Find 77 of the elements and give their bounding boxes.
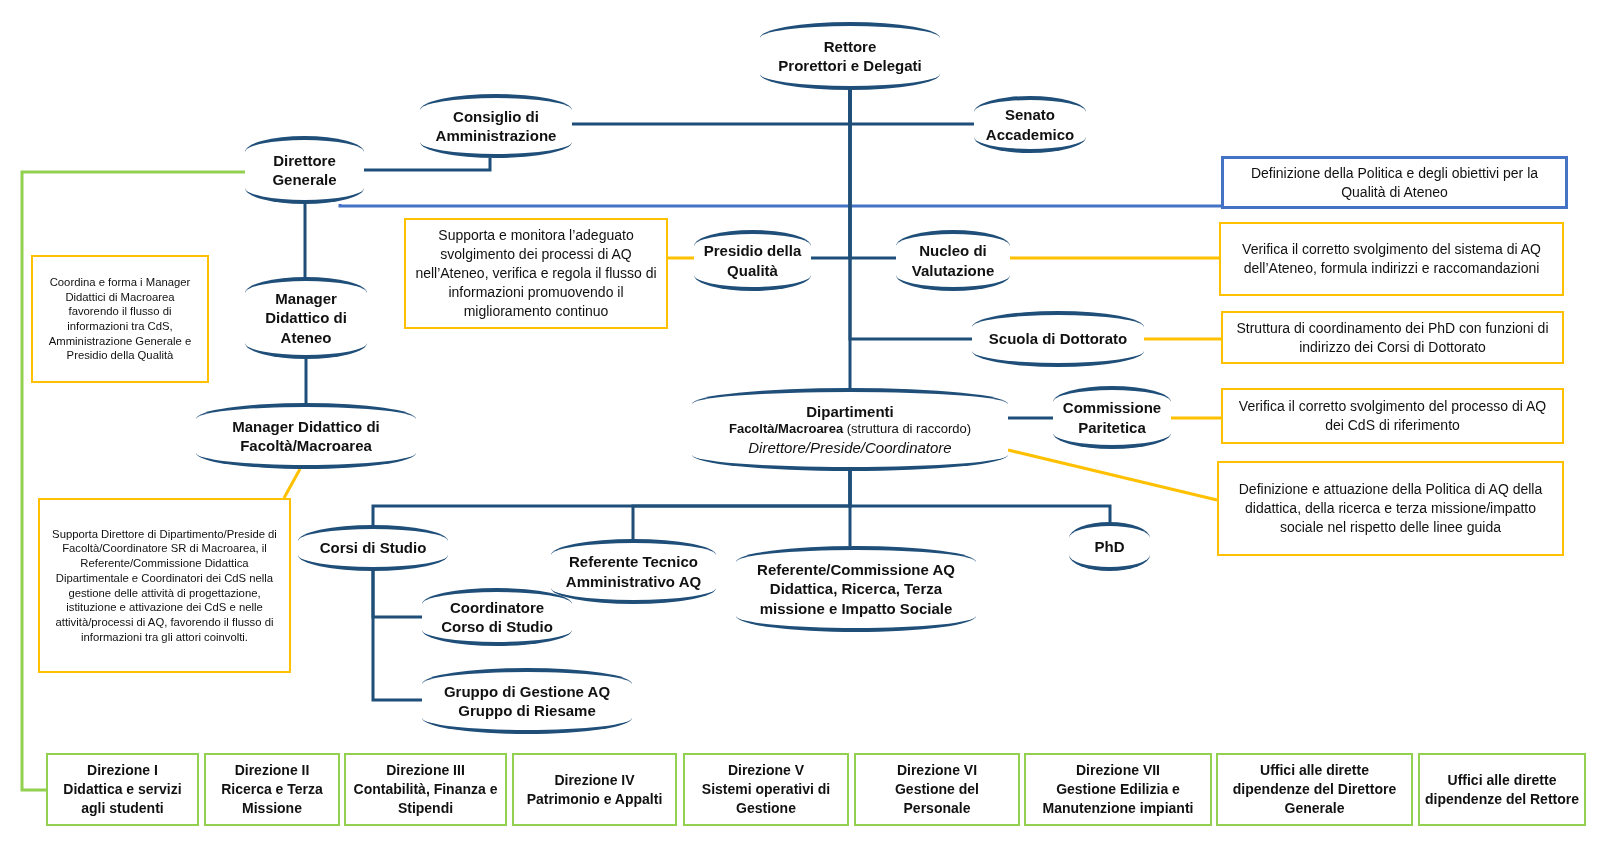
description-box	[1221, 311, 1564, 364]
unit-name: Coordinatore Corso di Studio	[440, 597, 554, 637]
directorate-box	[1024, 753, 1212, 826]
description-box	[404, 218, 668, 329]
connector-line	[371, 571, 422, 702]
directorate-description: Patrimonio e Appalti	[526, 789, 663, 809]
connector-line	[1007, 448, 1218, 502]
unit-name: Referente/Commissione AQ Didattica, Ricerca, Terza missione e Impatto Sociale	[756, 559, 956, 619]
connector-line	[304, 359, 308, 403]
directorate-name: Direzione IV	[554, 770, 635, 790]
description-box	[1219, 222, 1564, 296]
unit-name: Direttore Generale	[271, 150, 338, 190]
description-text: Supporta Direttore di Dipartimento/Preside di Facoltà/Coordinatore SR di Macroarea, il Referente/Commissione Didattica Dipartimentale e Coordinatori dei CdS nella gestione delle attività di progettazione, istituzione e attivazione dei CdS e nelle attività/processi di AQ, favorendo il flusso di informazioni tra gli attori coinvolti.	[51, 526, 278, 645]
directorate-name: Direzione VII	[1076, 761, 1160, 781]
description-text: Verifica il corretto svolgimento del sistema di AQ dell’Ateneo, formula indirizzi e raccomandazioni	[1241, 240, 1542, 278]
description-box	[38, 498, 291, 673]
directorate-description: Contabilità, Finanza e Stipendi	[352, 780, 499, 818]
directorate-box	[1216, 753, 1413, 826]
description-text: Struttura di coordinamento dei PhD con funzioni di indirizzo dei Corsi di Dottorato	[1235, 318, 1550, 357]
unit-name: Senato Accademico	[984, 105, 1076, 144]
unit-name: Presidio della Qualità	[702, 241, 803, 280]
unit-name: Gruppo di Gestione AQ	[443, 681, 611, 701]
description-box	[1221, 156, 1568, 209]
directorate-description: Didattica e servizi agli studenti	[62, 780, 183, 818]
connector-line	[364, 158, 492, 172]
description-text: Verifica il corretto svolgimento del processo di AQ dei CdS di riferimento	[1237, 397, 1548, 435]
unit-name: Manager Didattico di Facoltà/Macroarea	[231, 416, 381, 456]
directorate-description: Gestione Edilizia e Manutenzione impianti	[1041, 780, 1195, 818]
description-text: Supporta e monitora l’adeguato svolgimento dei processi di AQ nell’Ateneo, verifica e regola il flusso di informazioni promuovendo il miglioramento continuo	[414, 226, 658, 321]
unit-name: Commissione Paritetica	[1061, 398, 1163, 437]
directorate-name: Uffici alle dirette dipendenze del Rettore	[1424, 770, 1580, 809]
unit-name: Dipartimenti	[806, 401, 894, 422]
unit-subtitle: Gruppo di Riesame	[458, 701, 596, 721]
directorate-name: Direzione V	[727, 761, 805, 781]
unit-subtitle: Facoltà/Macroarea (struttura di raccordo)	[728, 421, 971, 438]
directorate-box	[683, 753, 849, 826]
directorate-box	[204, 753, 340, 826]
description-box	[1221, 388, 1564, 444]
connector-line	[338, 202, 1221, 208]
directorate-name: Direzione I	[87, 761, 158, 781]
connector-line	[668, 256, 694, 260]
directorate-box	[512, 753, 677, 826]
unit-name: Manager Didattico di Ateneo	[264, 288, 348, 348]
description-box	[1217, 461, 1564, 556]
unit-name: Rettore	[823, 36, 877, 56]
connector-line	[1010, 256, 1219, 260]
connector-line	[1171, 416, 1221, 420]
directorate-box	[1418, 753, 1586, 826]
directorate-box	[46, 753, 199, 826]
unit-name: Referente Tecnico Amministrativo AQ	[564, 552, 703, 591]
unit-name: Scuola di Dottorato	[988, 329, 1128, 349]
unit-subtitle: Prorettori e Delegati	[778, 56, 922, 76]
directorate-box	[344, 753, 507, 826]
unit-subtitle: Direttore/Preside/Coordinatore	[748, 437, 952, 458]
directorate-name: Uffici alle dirette dipendenze del Direttore Generale	[1231, 761, 1398, 818]
connector-line	[1144, 337, 1221, 341]
unit-name: Corsi di Studio	[319, 538, 427, 558]
connector-line	[20, 170, 245, 792]
connector-line	[1008, 416, 1053, 420]
directorate-description: Gestione del Personale	[894, 780, 980, 818]
directorate-description: Ricerca e Terza Missione	[220, 780, 324, 818]
connector-line	[282, 468, 302, 499]
directorate-name: Direzione III	[386, 761, 465, 781]
directorate-description: Sistemi operativi di Gestione	[700, 780, 832, 818]
description-text: Coordina e forma i Manager Didattici di Macroarea favorendo il flusso di informazioni tra CdS, Amministrazione Generale e Presidio della Qualità	[47, 275, 193, 363]
unit-name: PhD	[1094, 536, 1125, 557]
directorate-box	[854, 753, 1020, 826]
description-box	[31, 255, 209, 383]
unit-name: Nucleo di Valutazione	[910, 241, 996, 280]
connector-line	[848, 471, 1112, 522]
connector-line	[848, 90, 852, 388]
connector-line	[303, 204, 307, 277]
directorate-name: Direzione VI	[896, 761, 978, 781]
directorate-name: Direzione II	[234, 761, 310, 781]
description-text: Definizione e attuazione della Politica di AQ della didattica, della ricerca e terza missione/impatto sociale nel rispetto delle linee guida	[1237, 480, 1544, 537]
unit-name: Consiglio di Amministrazione	[434, 106, 558, 146]
description-text: Definizione della Politica e degli obiettivi per la Qualità di Ateneo	[1249, 163, 1540, 202]
